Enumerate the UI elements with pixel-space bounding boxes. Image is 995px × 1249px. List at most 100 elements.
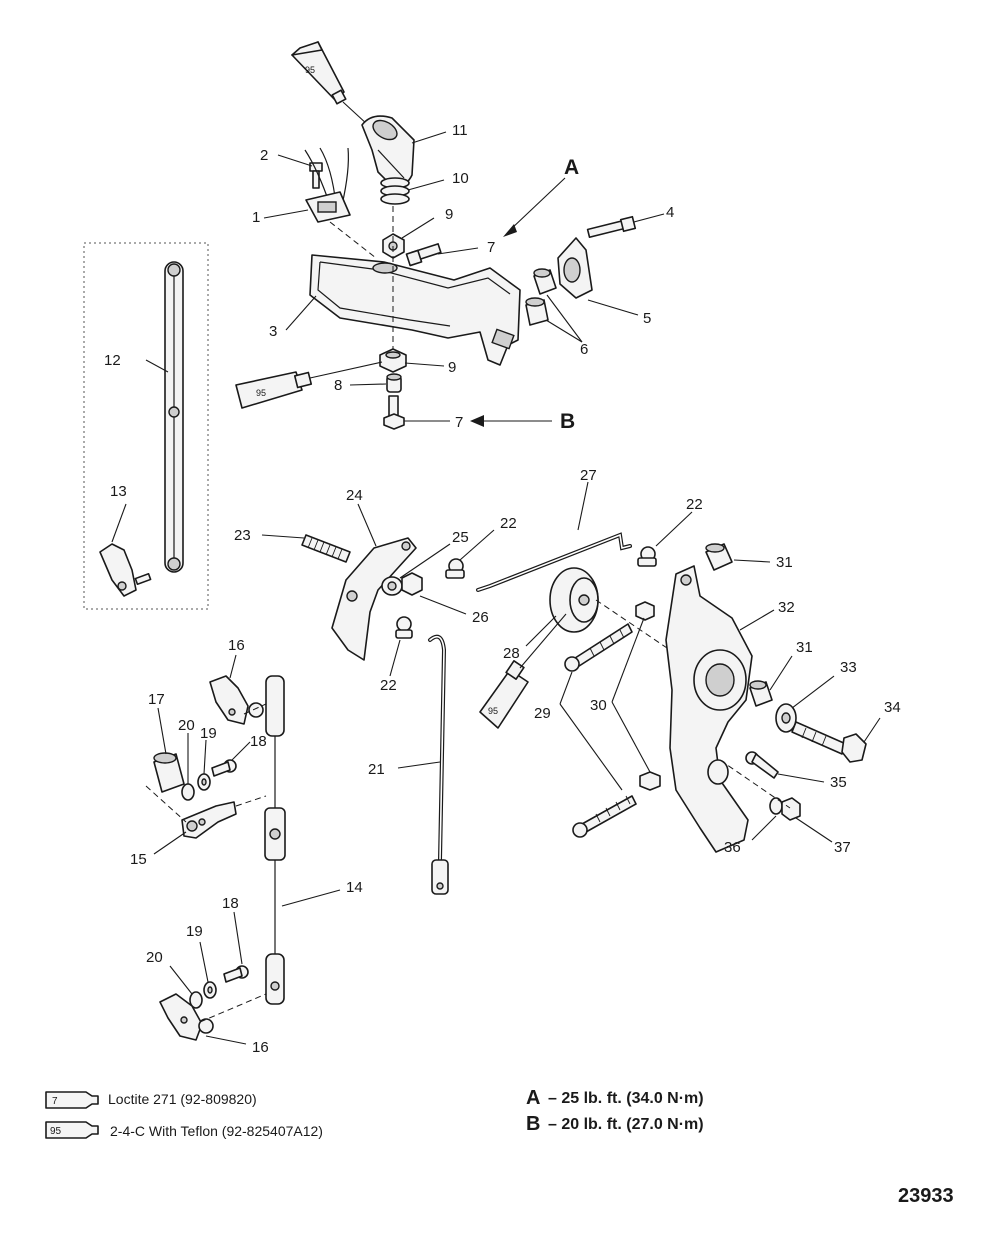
- callout-23: 23: [234, 527, 251, 544]
- part-37-nut: [781, 797, 801, 821]
- part-23-stud: [301, 534, 351, 563]
- part-16-clip-bottom: [159, 993, 214, 1041]
- part-30-nut-lower: [639, 771, 661, 791]
- callout-19-bottom: 19: [186, 923, 203, 940]
- callout-4: 4: [666, 204, 674, 221]
- callout-20-top: 20: [178, 717, 195, 734]
- callout-20-bottom: 20: [146, 949, 163, 966]
- callout-26: 26: [472, 609, 489, 626]
- part-21-rod: [428, 634, 449, 895]
- callout-17: 17: [148, 691, 165, 708]
- part-22-ball-joint-a: [395, 616, 413, 639]
- part-29-screw-upper: [564, 623, 633, 672]
- part-29-screw-lower: [572, 795, 637, 838]
- torque-spec-text-b: – 20 lb. ft. (27.0 N·m): [548, 1116, 704, 1133]
- callout-27: 27: [580, 467, 597, 484]
- legend-text-loctite: Loctite 271 (92-809820): [108, 1091, 257, 1107]
- part-18-screw-top: [211, 759, 237, 777]
- callout-35: 35: [830, 774, 847, 791]
- figure-number: 23933: [898, 1185, 954, 1207]
- callout-18-top: 18: [250, 733, 267, 750]
- part-11-cover: [361, 115, 415, 188]
- callout-34: 34: [884, 699, 901, 716]
- part-8-spacer: [386, 373, 402, 393]
- callout-13: 13: [110, 483, 127, 500]
- callout-37: 37: [834, 839, 851, 856]
- callout-24: 24: [346, 487, 363, 504]
- grease-tube-top: 95: [291, 41, 347, 105]
- legend-text-grease: 2-4-C With Teflon (92-825407A12): [110, 1123, 323, 1139]
- callout-32: 32: [778, 599, 795, 616]
- torque-spec-text-a: – 25 lb. ft. (34.0 N·m): [548, 1090, 704, 1107]
- part-20-washer-bottom: [189, 991, 203, 1009]
- callout-21: 21: [368, 761, 385, 778]
- loctite-tube-icon: [45, 1091, 99, 1109]
- callout-3: 3: [269, 323, 277, 340]
- legend-symbol-95: 95: [50, 1126, 62, 1137]
- part-31-bushing-bottom: [749, 680, 773, 707]
- callout-9-top: 9: [445, 206, 453, 223]
- part-25-washer: [381, 576, 403, 596]
- callout-22-left: 22: [380, 677, 397, 694]
- part-19-washer-top: [197, 773, 211, 791]
- callout-22-middle: 22: [500, 515, 517, 532]
- tube-label-95: 95: [305, 65, 315, 75]
- part-7-bolt-bottom: [383, 395, 405, 430]
- part-13-clip: [99, 543, 152, 597]
- part-34-bolt: [791, 721, 867, 763]
- callout-11: 11: [452, 122, 468, 139]
- torque-spec-a: A – 25 lb. ft. (34.0 N·m): [526, 1087, 704, 1109]
- callout-10: 10: [452, 170, 469, 187]
- part-32-cam-plate: [665, 565, 753, 853]
- callout-33: 33: [840, 659, 857, 676]
- callout-28: 28: [503, 645, 520, 662]
- part-17-bushing: [153, 752, 185, 793]
- part-20-washer-top: [181, 783, 195, 801]
- part-19-washer-bottom: [203, 981, 217, 999]
- callout-15: 15: [130, 851, 147, 868]
- part-4-bolt: [586, 215, 637, 239]
- part-35-screw: [745, 751, 779, 779]
- part-1-switch: [304, 147, 351, 223]
- part-6-bushing-a: [533, 268, 557, 295]
- callout-8: 8: [334, 377, 342, 394]
- callout-2: 2: [260, 147, 268, 164]
- part-9-nut-bottom: [379, 348, 407, 373]
- callout-5: 5: [643, 310, 651, 327]
- torque-spec-letter-b: B: [526, 1113, 540, 1135]
- legend-loctite: 7 Loctite 271 (92-809820): [45, 1091, 257, 1109]
- optional-link-box: [83, 242, 209, 610]
- legend-grease: 95 2-4-C With Teflon (92-825407A12): [45, 1121, 323, 1139]
- callout-30: 30: [590, 697, 607, 714]
- part-16-clip-top: [209, 675, 264, 725]
- callout-14: 14: [346, 879, 363, 896]
- part-31-bushing-top: [705, 543, 733, 571]
- part-12-link: [164, 261, 184, 573]
- part-3-bracket: [309, 254, 521, 366]
- callout-9-bottom: 9: [448, 359, 456, 376]
- torque-marker-b: B: [560, 410, 575, 433]
- callout-16-bottom: 16: [252, 1039, 269, 1056]
- part-30-nut-upper: [635, 601, 655, 621]
- tube-label-95: 95: [256, 388, 266, 398]
- callout-6: 6: [580, 341, 588, 358]
- torque-spec-b: B – 20 lb. ft. (27.0 N·m): [526, 1113, 704, 1135]
- part-7-bolt-top: [405, 243, 442, 267]
- callout-25: 25: [452, 529, 469, 546]
- callout-7-bottom: 7: [455, 414, 463, 431]
- callout-18-bottom: 18: [222, 895, 239, 912]
- part-27-rod: [476, 532, 632, 592]
- torque-spec-letter-a: A: [526, 1087, 540, 1109]
- callout-36: 36: [724, 839, 741, 856]
- torque-marker-a: A: [564, 156, 579, 179]
- part-33-washer: [775, 703, 797, 733]
- part-15-clip: [181, 801, 237, 839]
- part-22-ball-joint-b: [445, 558, 465, 579]
- grease-tube-left: 95: [235, 371, 313, 409]
- part-5-plate: [557, 237, 593, 299]
- part-2-screw: [309, 162, 323, 189]
- part-22-ball-joint-c: [637, 546, 657, 567]
- tube-label-95: 95: [488, 706, 498, 716]
- callout-31-bottom: 31: [796, 639, 813, 656]
